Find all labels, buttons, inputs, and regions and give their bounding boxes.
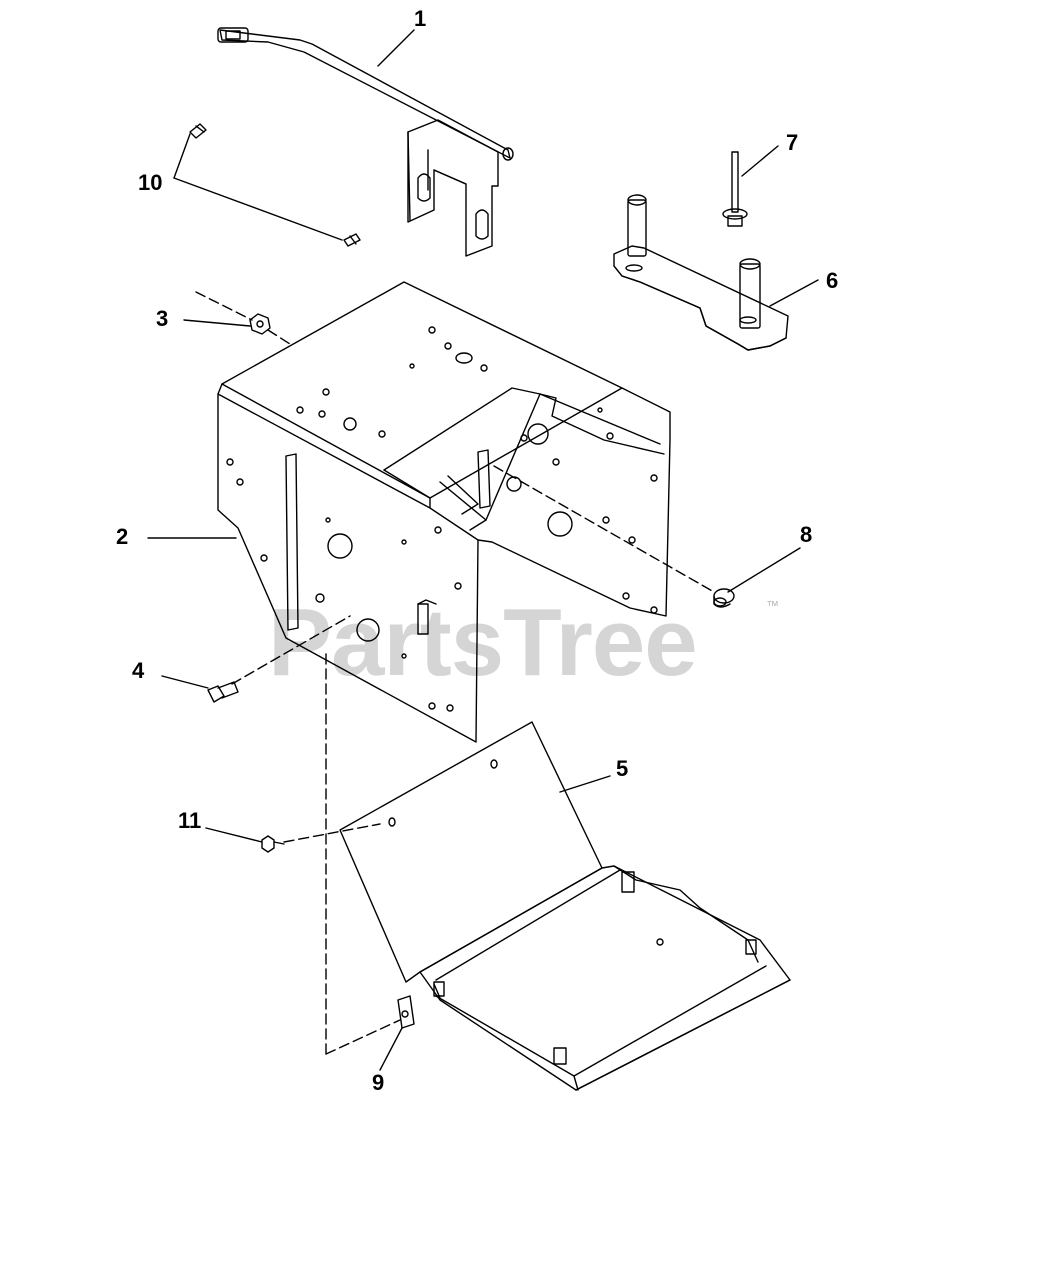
- leader-lines: [147, 29, 819, 1071]
- callout-11: 11: [178, 808, 202, 833]
- callout-10: 10: [138, 170, 163, 195]
- trademark-symbol: ™: [766, 598, 779, 613]
- part-10-clip: [189, 123, 361, 247]
- callout-4: 4: [132, 658, 145, 683]
- part-8-bushing: [713, 588, 735, 608]
- callout-6: 6: [826, 268, 839, 293]
- part-11-pin: [261, 835, 285, 853]
- part-2-main-frame: [217, 281, 671, 743]
- callout-5: 5: [616, 756, 629, 781]
- part-7-bolt: [722, 151, 748, 227]
- callout-9: 9: [372, 1070, 385, 1095]
- assembly-lines: [195, 291, 715, 1055]
- part-6-pivot-plate: [613, 194, 789, 351]
- part-4-bolt: [207, 681, 239, 703]
- callout-3: 3: [156, 306, 169, 331]
- callout-8: 8: [800, 522, 813, 547]
- part-1-lever-rod: [217, 27, 514, 257]
- part-5-shield: [339, 721, 791, 1091]
- callout-1: 1: [414, 6, 427, 31]
- part-9-clip: [397, 995, 415, 1029]
- part-3-nut: [249, 313, 271, 335]
- callout-2: 2: [116, 524, 129, 549]
- callout-7: 7: [786, 130, 799, 155]
